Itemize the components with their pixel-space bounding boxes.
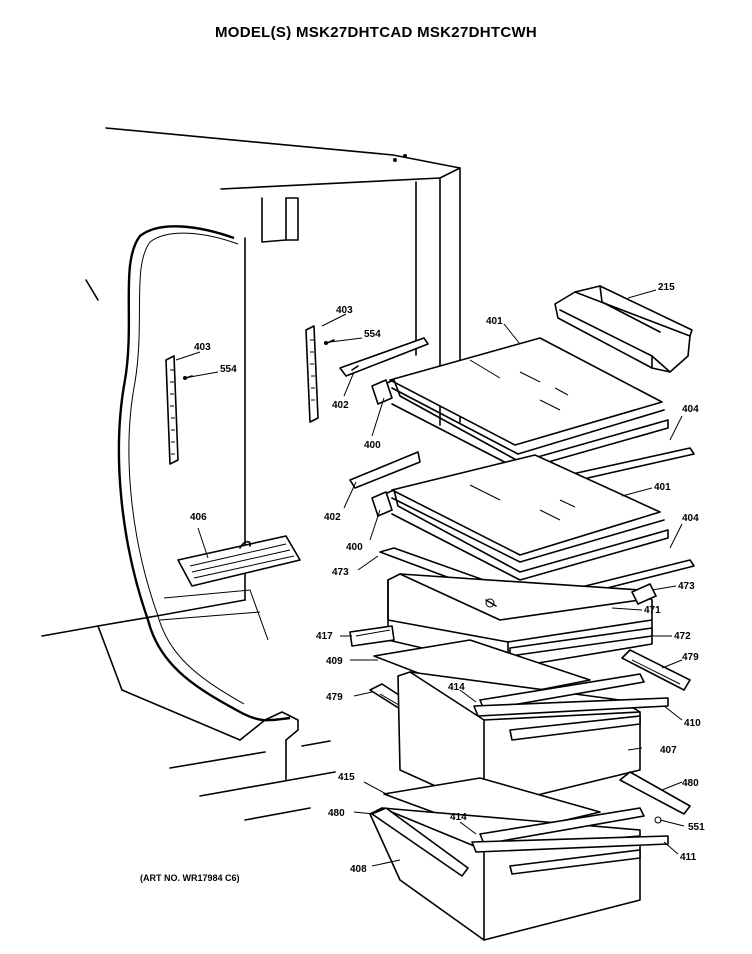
callout-401-upper: 401	[486, 316, 503, 327]
callout-404-lower: 404	[682, 513, 699, 524]
callout-labels: 215 401 403 554 403 554 402 400 404 401 …	[190, 282, 705, 875]
model-title: MODEL(S) MSK27DHTCAD MSK27DHTCWH	[214, 24, 538, 41]
callout-404-upper: 404	[682, 404, 699, 415]
callout-410: 410	[684, 718, 701, 729]
callout-554-left: 554	[220, 364, 237, 375]
callout-403-left: 403	[194, 342, 211, 353]
glass-shelf-upper	[379, 337, 669, 471]
callout-409: 409	[326, 656, 343, 667]
callout-402-upper: 402	[332, 400, 349, 411]
callout-554-center: 554	[364, 329, 381, 340]
crisper-drawer-lower	[369, 771, 691, 941]
callout-472: 472	[674, 631, 691, 642]
callout-408: 408	[350, 864, 367, 875]
leader-lines	[175, 289, 685, 867]
callout-480-right: 480	[682, 778, 699, 789]
shelf-support-rail-center	[305, 325, 335, 423]
callout-411: 411	[680, 852, 697, 863]
art-number: (ART NO. WR17984 C6)	[140, 873, 240, 883]
callout-417: 417	[316, 631, 333, 642]
callout-406: 406	[190, 512, 207, 523]
glass-shelf-lower	[349, 451, 695, 604]
callout-471: 471	[644, 605, 661, 616]
callout-551: 551	[688, 822, 705, 833]
callout-415: 415	[338, 772, 355, 783]
slide-rail-417	[349, 625, 395, 647]
callout-402-lower: 402	[324, 512, 341, 523]
keeper-406	[177, 535, 301, 587]
callout-479-right: 479	[682, 652, 699, 663]
callout-473-right: 473	[678, 581, 695, 592]
slide-rail-473	[631, 583, 657, 605]
door-bin-215	[554, 285, 693, 373]
pan-cover-assembly	[379, 547, 653, 669]
shelf-support-rail-left	[165, 355, 193, 465]
crisper-drawer-upper	[373, 639, 669, 809]
callout-479-left: 479	[326, 692, 343, 703]
callout-401-lower: 401	[654, 482, 671, 493]
cabinet-outline	[41, 127, 461, 821]
callout-480-left: 480	[328, 808, 345, 819]
callout-473-left: 473	[332, 567, 349, 578]
callout-400-lower: 400	[346, 542, 363, 553]
callout-403-center: 403	[336, 305, 353, 316]
callout-414-lower: 414	[450, 812, 467, 823]
callout-215: 215	[658, 282, 675, 293]
callout-414-upper: 414	[448, 682, 465, 693]
callout-407: 407	[660, 745, 677, 756]
callout-400-upper: 400	[364, 440, 381, 451]
